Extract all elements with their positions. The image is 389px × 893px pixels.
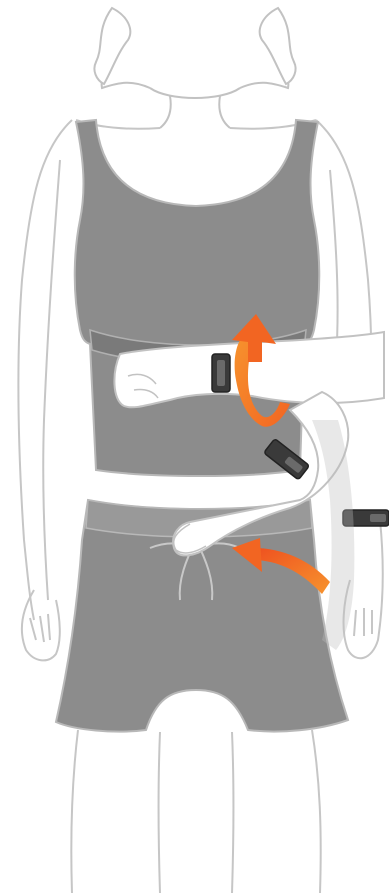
hair (94, 8, 295, 84)
fitness-tracker-icon (212, 354, 230, 392)
tank-top (75, 120, 320, 476)
